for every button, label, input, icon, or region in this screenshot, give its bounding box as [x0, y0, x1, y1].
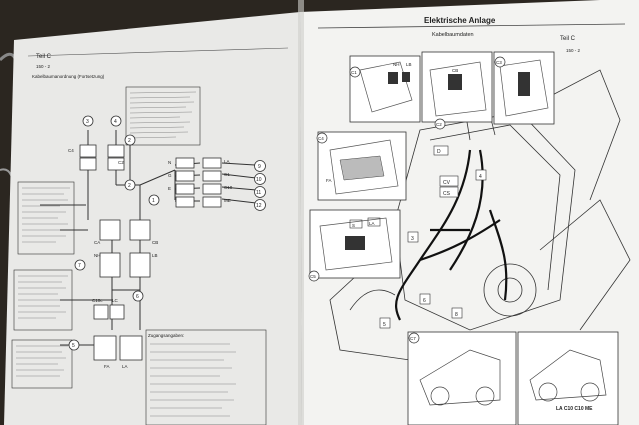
right-page-num: 150 - 2	[566, 48, 581, 53]
left-part: Teil C	[36, 54, 52, 60]
inset-bottom-right	[517, 331, 619, 425]
tag-5: 5	[72, 343, 75, 349]
connector-blocks	[79, 144, 222, 361]
label-c2: C2	[118, 160, 124, 165]
tag-6: 6	[136, 294, 139, 300]
inset-c7-label: C7	[410, 336, 416, 341]
number-squares	[379, 169, 487, 329]
left-page: Teil C 150 - 2 Kabelbaumanordnung (Forts…	[4, 12, 302, 425]
left-page-num: 150 - 2	[36, 64, 51, 69]
label-n: N	[168, 160, 171, 165]
label-c10c: C10c	[92, 298, 103, 303]
tag-11: 11	[256, 190, 261, 196]
label-c4: C4	[68, 148, 74, 153]
bottom-labels: LA C10 C10 ME	[556, 406, 593, 412]
left-heading: Kabelbaumanordnung (Fortsetzung)	[32, 74, 105, 79]
inset-c2-label: C2	[436, 122, 442, 127]
harness-wires	[395, 149, 508, 321]
label-me: ME	[224, 198, 231, 203]
right-subtitle: Kabelbaumdaten	[432, 32, 474, 38]
label-fa: FA	[104, 364, 110, 369]
label-g: G	[168, 173, 172, 178]
label-lb: LB	[152, 253, 158, 258]
note-box-2	[17, 181, 75, 255]
tag-1: 1	[152, 198, 155, 204]
right-part: Teil C	[560, 36, 576, 42]
tag-12: 12	[256, 203, 262, 209]
note-box-4	[11, 339, 73, 389]
label-lc: LC	[112, 298, 119, 303]
access-title: Zugangsangaben:	[148, 333, 184, 338]
callout-cb: CB	[452, 68, 458, 73]
tag-7: 7	[78, 263, 81, 269]
tag-10: 10	[256, 177, 262, 183]
callout-s: S	[352, 223, 355, 228]
callout-nh: NH	[393, 62, 400, 67]
label-la: LA	[224, 159, 230, 164]
callout-d: D	[437, 149, 441, 155]
note-box-1	[125, 86, 201, 146]
sq-4: 4	[479, 174, 482, 180]
callout-lb: LB	[406, 62, 412, 67]
sq-3: 3	[411, 236, 414, 242]
tag-9: 9	[258, 164, 261, 170]
label-ca: CA	[94, 240, 100, 245]
callout-cv: CV	[443, 180, 451, 186]
right-title: Elektrische Anlage	[424, 16, 496, 25]
callout-fa: FA	[326, 178, 332, 183]
label-la2: LA	[122, 364, 128, 369]
callout-cs: CS	[443, 191, 451, 197]
tag-3: 3	[86, 119, 89, 125]
callout-la: LA	[369, 221, 375, 226]
sq-6: 6	[423, 298, 426, 304]
inset-c7	[407, 331, 517, 425]
label-cb: CB	[152, 240, 158, 245]
label-nh: NH	[94, 253, 101, 258]
tag-2: 2	[128, 138, 131, 144]
inset-c1-label: C1	[351, 70, 357, 75]
inset-c5-label: C5	[310, 274, 316, 279]
sq-5: 5	[383, 322, 386, 328]
tag-2b: 2	[128, 183, 131, 189]
inset-c4-label: C4	[318, 136, 324, 141]
label-c1: C1	[224, 172, 230, 177]
access-box	[145, 329, 267, 425]
label-e: E	[168, 186, 171, 191]
inset-c3-label: C3	[496, 60, 502, 65]
harness-lines	[40, 130, 257, 346]
label-c10: C10	[224, 185, 233, 190]
circle-tags	[68, 115, 266, 351]
tag-4: 4	[114, 119, 117, 125]
sq-8: 8	[455, 312, 458, 318]
right-page: Elektrische Anlage Kabelbaumdaten Teil C…	[298, 0, 639, 425]
